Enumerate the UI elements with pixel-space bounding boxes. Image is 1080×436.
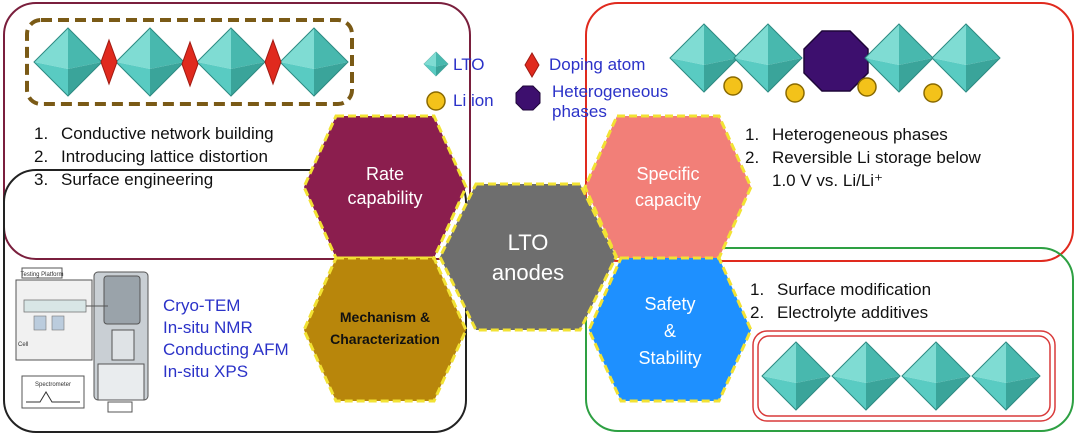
doping-atom-icon xyxy=(264,38,282,86)
capacity-hex-label-line1: Specific xyxy=(636,164,699,184)
stability-chain-frame xyxy=(752,330,1056,422)
legend-heterogeneous-line2: phases xyxy=(552,102,607,121)
doping-atom-legend-icon xyxy=(524,52,540,78)
list-item: In-situ XPS xyxy=(163,362,249,381)
doping-atom-icon xyxy=(181,40,199,88)
capacity-region-box xyxy=(585,2,1074,262)
characterization-instrument-illustration: Testing Platform Cell Spectrometer xyxy=(15,267,149,413)
capacity-hex-label-line2: capacity xyxy=(635,190,701,210)
doping-atom-icon xyxy=(100,38,118,86)
li-ion-icon xyxy=(723,76,743,96)
li-ion-icon xyxy=(857,77,877,97)
list-item: 1.Surface modification xyxy=(750,280,932,299)
rate-hex-label-line2: capability xyxy=(347,188,422,208)
list-item: Cryo-TEM xyxy=(163,296,241,315)
list-item: 3.Surface engineering xyxy=(34,170,214,189)
doped-lto-chain xyxy=(33,27,349,97)
lto-octahedron-icon xyxy=(115,27,185,97)
rate-capability-hexagon xyxy=(302,114,468,260)
hexagon-cluster: Rate capability Specific capacity Mechan… xyxy=(302,114,753,403)
safety-hex-label-line2: & xyxy=(664,321,676,341)
safety-hex-label-line1: Safety xyxy=(644,294,695,314)
specific-capacity-hexagon xyxy=(583,114,753,260)
list-item: Conducting AFM xyxy=(163,340,289,359)
lto-octahedron-icon xyxy=(733,23,803,93)
legend-doping-atom-label: Doping atom xyxy=(549,55,646,74)
lto-octahedron-icon xyxy=(279,27,349,97)
lto-octahedron-icon xyxy=(831,341,901,411)
lto-octahedron-icon xyxy=(901,341,971,411)
center-hex-label-line2: anodes xyxy=(492,260,564,285)
characterization-technique-list: Cryo-TEM In-situ NMR Conducting AFM In-s… xyxy=(163,295,289,383)
rate-hex-label-line1: Rate xyxy=(366,164,404,184)
heterogeneous-phase-legend-icon xyxy=(515,85,541,111)
lto-octahedron-icon xyxy=(931,23,1001,93)
lto-octahedron-icon xyxy=(761,341,831,411)
list-item: 1.Conductive network building xyxy=(34,124,274,143)
safety-hex-label-line3: Stability xyxy=(638,348,701,368)
legend-heterogeneous-line1: Heterogeneous xyxy=(552,82,669,101)
instrument-cell-label: Cell xyxy=(18,342,28,348)
legend-li-ion-label: Li ion xyxy=(453,91,494,110)
mechanism-hex-label-line2: Characterization xyxy=(330,331,440,347)
capacity-strategy-list: 1.Heterogeneous phases 2.Reversible Li s… xyxy=(745,123,981,192)
mechanism-hex-label-line1: Mechanism & xyxy=(340,309,430,325)
rate-region-box xyxy=(3,2,471,260)
lto-octahedron-icon xyxy=(196,27,266,97)
instrument-panel-label: Testing Platform xyxy=(20,272,63,278)
heterogeneous-phase-icon xyxy=(803,30,869,92)
li-ion-icon xyxy=(785,83,805,103)
lto-anodes-center-hexagon xyxy=(438,182,618,332)
list-item: 1.Heterogeneous phases xyxy=(745,125,948,144)
heterogeneous-lto-chain xyxy=(669,23,1001,103)
safety-stability-hexagon xyxy=(587,256,753,403)
lto-octahedron-icon xyxy=(971,341,1041,411)
stable-lto-chain xyxy=(761,341,1041,411)
lto-octahedron-icon xyxy=(33,27,103,97)
lto-legend-icon xyxy=(423,51,449,77)
list-item: 1.0 V vs. Li/Li⁺ xyxy=(772,171,884,190)
safety-region-box xyxy=(585,247,1074,432)
center-hex-label-line1: LTO xyxy=(508,230,549,255)
list-item: In-situ NMR xyxy=(163,318,253,337)
instrument-spectrometer-label: Spectrometer xyxy=(35,382,71,388)
mechanism-characterization-hexagon xyxy=(302,256,468,403)
legend-heterogeneous-phases-label: Heterogeneous phases xyxy=(552,82,668,122)
list-item: 2.Reversible Li storage below xyxy=(745,148,981,167)
li-ion-icon xyxy=(923,83,943,103)
list-item: 2.Electrolyte additives xyxy=(750,303,929,322)
list-item: 2.Introducing lattice distortion xyxy=(34,147,268,166)
legend-lto-label: LTO xyxy=(453,55,485,74)
legend-icons xyxy=(423,51,541,111)
doped-chain-frame xyxy=(25,18,354,106)
li-ion-legend-icon xyxy=(426,91,446,111)
safety-strategy-list: 1.Surface modification 2.Electrolyte add… xyxy=(750,278,931,324)
stability-chain-frame-inner xyxy=(757,335,1051,417)
rate-strategy-list: 1.Conductive network building 2.Introduc… xyxy=(34,122,274,191)
